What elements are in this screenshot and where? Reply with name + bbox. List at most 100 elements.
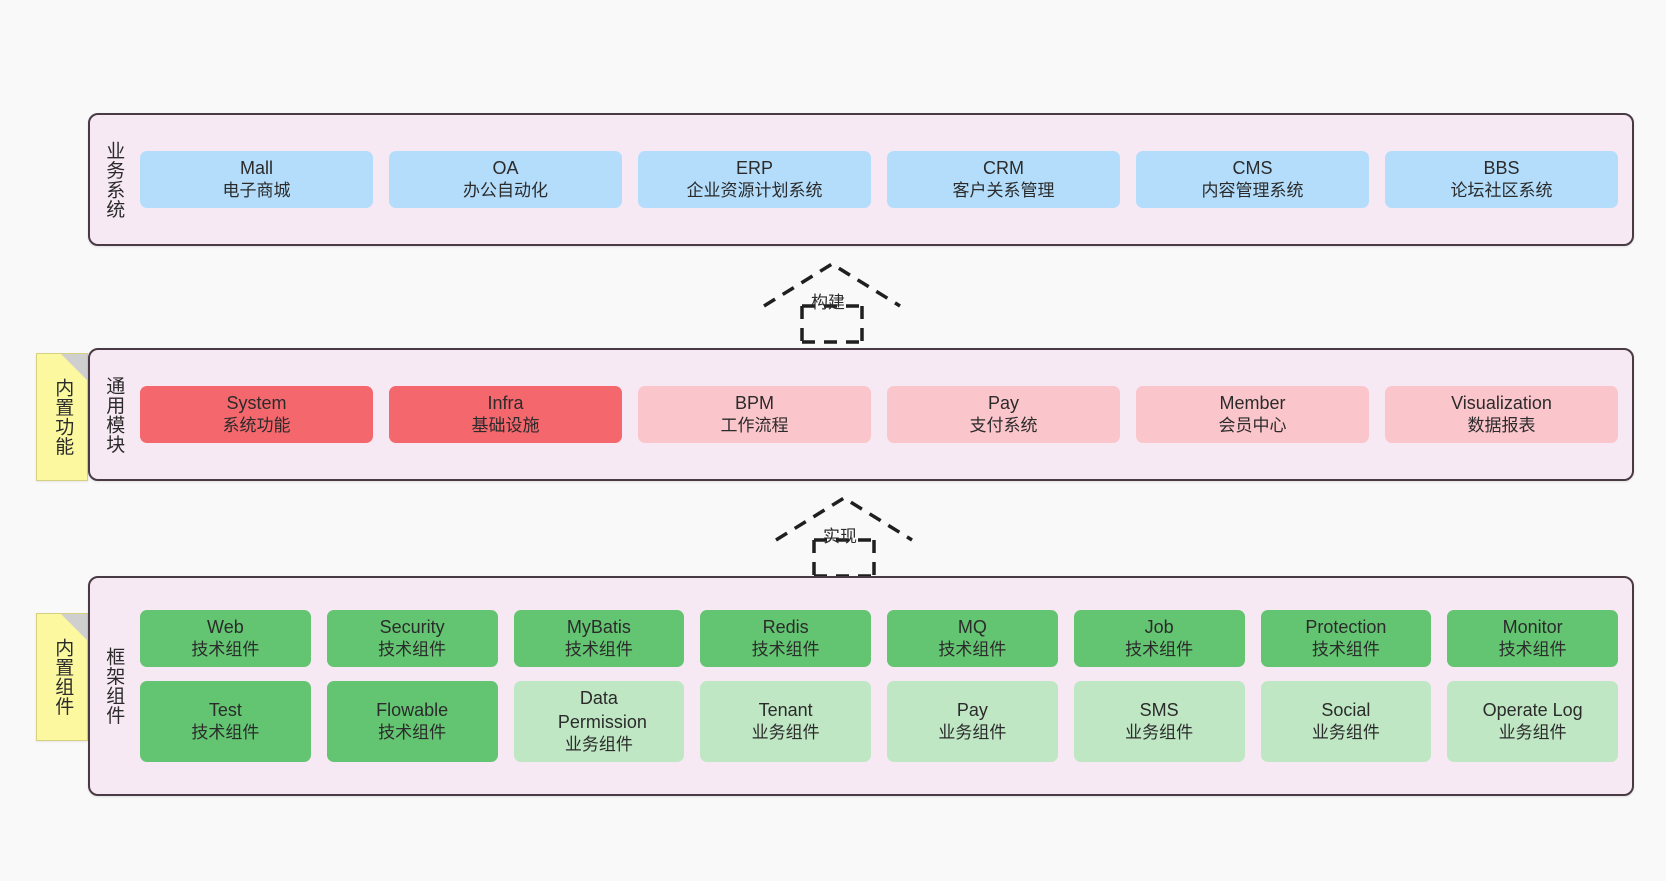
row-business-systems: Mall 电子商城 OA 办公自动化 ERP 企业资源计划系统 CRM 客户关系… bbox=[140, 150, 1618, 209]
node-mybatis-cn: 技术组件 bbox=[564, 640, 633, 660]
note-builtin-components: 内置组件 bbox=[36, 613, 88, 741]
layer-body-framework-components: Web 技术组件 Security 技术组件 MyBatis 技术组件 Redi… bbox=[136, 578, 1632, 794]
node-protection-en: Protection bbox=[1305, 616, 1387, 637]
node-tenant[interactable]: Tenant 业务组件 bbox=[700, 681, 871, 763]
connector-build: 构建 bbox=[756, 258, 908, 344]
note-fold-corner-icon bbox=[61, 614, 87, 640]
node-visualization-en: Visualization bbox=[1451, 392, 1552, 413]
node-job[interactable]: Job 技术组件 bbox=[1073, 609, 1245, 668]
node-bpm[interactable]: BPM 工作流程 bbox=[638, 385, 871, 444]
node-bbs[interactable]: BBS 论坛社区系统 bbox=[1385, 150, 1618, 209]
node-mall-en: Mall bbox=[239, 157, 273, 178]
node-member-en: Member bbox=[1219, 392, 1286, 413]
node-tenant-cn: 业务组件 bbox=[751, 723, 820, 743]
layer-framework-components: 框架组件 Web 技术组件 Security 技术组件 MyBatis 技术组件… bbox=[88, 576, 1634, 796]
node-data-permission-en: Data Permission bbox=[557, 688, 647, 732]
node-protection-cn: 技术组件 bbox=[1311, 640, 1380, 660]
node-social[interactable]: Social 业务组件 bbox=[1260, 681, 1432, 763]
node-operate-log-cn: 业务组件 bbox=[1498, 723, 1567, 743]
node-crm-cn: 客户关系管理 bbox=[952, 181, 1055, 201]
node-member-cn: 会员中心 bbox=[1218, 416, 1287, 436]
node-erp[interactable]: ERP 企业资源计划系统 bbox=[638, 150, 871, 209]
node-oa-cn: 办公自动化 bbox=[463, 181, 548, 201]
node-mq-cn: 技术组件 bbox=[938, 640, 1007, 660]
node-social-cn: 业务组件 bbox=[1311, 723, 1380, 743]
node-monitor-cn: 技术组件 bbox=[1498, 640, 1567, 660]
node-redis-cn: 技术组件 bbox=[751, 640, 820, 660]
layer-common-modules: 通用模块 System 系统功能 Infra 基础设施 BPM 工作流程 Pay… bbox=[88, 348, 1634, 481]
node-infra-cn: 基础设施 bbox=[471, 416, 540, 436]
row-common-modules: System 系统功能 Infra 基础设施 BPM 工作流程 Pay 支付系统… bbox=[140, 385, 1618, 444]
node-cms[interactable]: CMS 内容管理系统 bbox=[1136, 150, 1369, 209]
note-builtin-features: 内置功能 bbox=[36, 353, 88, 481]
node-web[interactable]: Web 技术组件 bbox=[140, 609, 311, 668]
layer-title-framework-components: 框架组件 bbox=[103, 647, 125, 725]
node-erp-cn: 企业资源计划系统 bbox=[686, 181, 823, 201]
node-test-en: Test bbox=[208, 699, 242, 720]
connector-implement-label: 实现 bbox=[823, 527, 857, 546]
node-pay-module-en: Pay bbox=[987, 392, 1020, 413]
node-sms[interactable]: SMS 业务组件 bbox=[1073, 681, 1245, 763]
layer-body-business-systems: Mall 电子商城 OA 办公自动化 ERP 企业资源计划系统 CRM 客户关系… bbox=[136, 115, 1632, 244]
implement-arrow-icon bbox=[775, 495, 913, 578]
node-redis-en: Redis bbox=[762, 616, 809, 637]
node-mq-en: MQ bbox=[957, 616, 987, 637]
node-erp-en: ERP bbox=[735, 157, 773, 178]
node-security[interactable]: Security 技术组件 bbox=[326, 609, 498, 668]
row-business-components: Test 技术组件 Flowable 技术组件 Data Permission … bbox=[140, 681, 1618, 763]
node-bpm-cn: 工作流程 bbox=[720, 416, 789, 436]
node-system-en: System bbox=[226, 392, 287, 413]
node-security-en: Security bbox=[379, 616, 445, 637]
node-sms-en: SMS bbox=[1139, 699, 1179, 720]
node-security-cn: 技术组件 bbox=[378, 640, 447, 660]
node-mq[interactable]: MQ 技术组件 bbox=[887, 609, 1058, 668]
node-pay-module-cn: 支付系统 bbox=[969, 416, 1038, 436]
node-infra-en: Infra bbox=[487, 392, 524, 413]
node-infra[interactable]: Infra 基础设施 bbox=[389, 385, 622, 444]
node-operate-log[interactable]: Operate Log 业务组件 bbox=[1447, 681, 1618, 763]
node-web-cn: 技术组件 bbox=[191, 640, 260, 660]
node-monitor[interactable]: Monitor 技术组件 bbox=[1447, 609, 1618, 668]
node-pay-module[interactable]: Pay 支付系统 bbox=[887, 385, 1120, 444]
node-member[interactable]: Member 会员中心 bbox=[1136, 385, 1369, 444]
node-mall[interactable]: Mall 电子商城 bbox=[140, 150, 373, 209]
connector-implement: 实现 bbox=[768, 492, 920, 578]
node-system[interactable]: System 系统功能 bbox=[140, 385, 373, 444]
node-test-cn: 技术组件 bbox=[191, 723, 260, 743]
node-job-en: Job bbox=[1144, 616, 1174, 637]
node-test[interactable]: Test 技术组件 bbox=[140, 681, 311, 763]
node-system-cn: 系统功能 bbox=[222, 416, 291, 436]
node-bbs-en: BBS bbox=[1483, 157, 1520, 178]
note-builtin-features-label: 内置功能 bbox=[52, 378, 74, 456]
node-crm[interactable]: CRM 客户关系管理 bbox=[887, 150, 1120, 209]
node-data-permission[interactable]: Data Permission 业务组件 bbox=[513, 681, 685, 763]
node-oa[interactable]: OA 办公自动化 bbox=[389, 150, 622, 209]
layer-body-common-modules: System 系统功能 Infra 基础设施 BPM 工作流程 Pay 支付系统… bbox=[136, 350, 1632, 479]
node-flowable-en: Flowable bbox=[376, 699, 449, 720]
node-mybatis[interactable]: MyBatis 技术组件 bbox=[513, 609, 685, 668]
node-redis[interactable]: Redis 技术组件 bbox=[700, 609, 871, 668]
node-bpm-en: BPM bbox=[734, 392, 774, 413]
node-protection[interactable]: Protection 技术组件 bbox=[1260, 609, 1432, 668]
node-crm-en: CRM bbox=[983, 157, 1024, 178]
node-cms-cn: 内容管理系统 bbox=[1201, 181, 1304, 201]
node-monitor-en: Monitor bbox=[1502, 616, 1563, 637]
node-pay-component[interactable]: Pay 业务组件 bbox=[887, 681, 1058, 763]
node-sms-cn: 业务组件 bbox=[1125, 723, 1194, 743]
note-fold-corner-icon bbox=[61, 354, 87, 380]
node-visualization-cn: 数据报表 bbox=[1467, 416, 1536, 436]
node-cms-en: CMS bbox=[1232, 157, 1273, 178]
node-data-permission-cn: 业务组件 bbox=[564, 735, 633, 755]
node-bbs-cn: 论坛社区系统 bbox=[1450, 181, 1553, 201]
node-flowable-cn: 技术组件 bbox=[378, 723, 447, 743]
row-tech-components: Web 技术组件 Security 技术组件 MyBatis 技术组件 Redi… bbox=[140, 609, 1618, 668]
node-operate-log-en: Operate Log bbox=[1482, 699, 1583, 720]
node-visualization[interactable]: Visualization 数据报表 bbox=[1385, 385, 1618, 444]
node-mybatis-en: MyBatis bbox=[566, 616, 631, 637]
layer-title-common-modules: 通用模块 bbox=[103, 375, 125, 454]
layer-business-systems: 业务系统 Mall 电子商城 OA 办公自动化 ERP 企业资源计划系统 CRM… bbox=[88, 113, 1634, 246]
node-pay-component-en: Pay bbox=[956, 699, 988, 720]
node-flowable[interactable]: Flowable 技术组件 bbox=[326, 681, 498, 763]
node-oa-en: OA bbox=[492, 157, 519, 178]
